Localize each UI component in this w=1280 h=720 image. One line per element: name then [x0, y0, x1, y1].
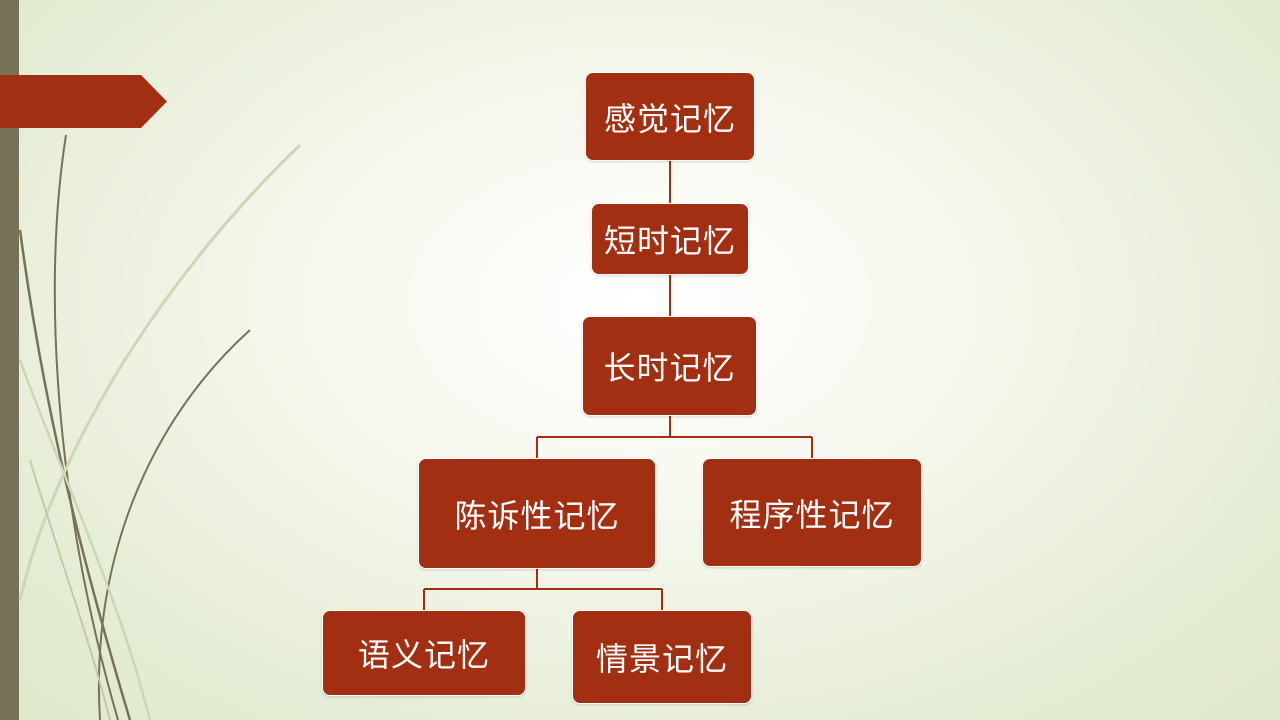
connector-long-term-children: [536, 415, 813, 460]
node-long-term-memory: 长时记忆: [582, 316, 757, 416]
node-semantic-memory: 语义记忆: [322, 610, 526, 696]
node-procedural-memory: 程序性记忆: [702, 458, 922, 567]
node-episodic-memory: 情景记忆: [572, 610, 752, 704]
node-declarative-memory: 陈诉性记忆: [418, 458, 656, 569]
node-short-term-memory: 短时记忆: [591, 203, 749, 275]
node-sensory-memory: 感觉记忆: [585, 72, 755, 161]
connector-declarative-children: [423, 567, 663, 611]
arrow-tab-decoration: [0, 75, 167, 128]
left-side-bar: [0, 0, 19, 720]
